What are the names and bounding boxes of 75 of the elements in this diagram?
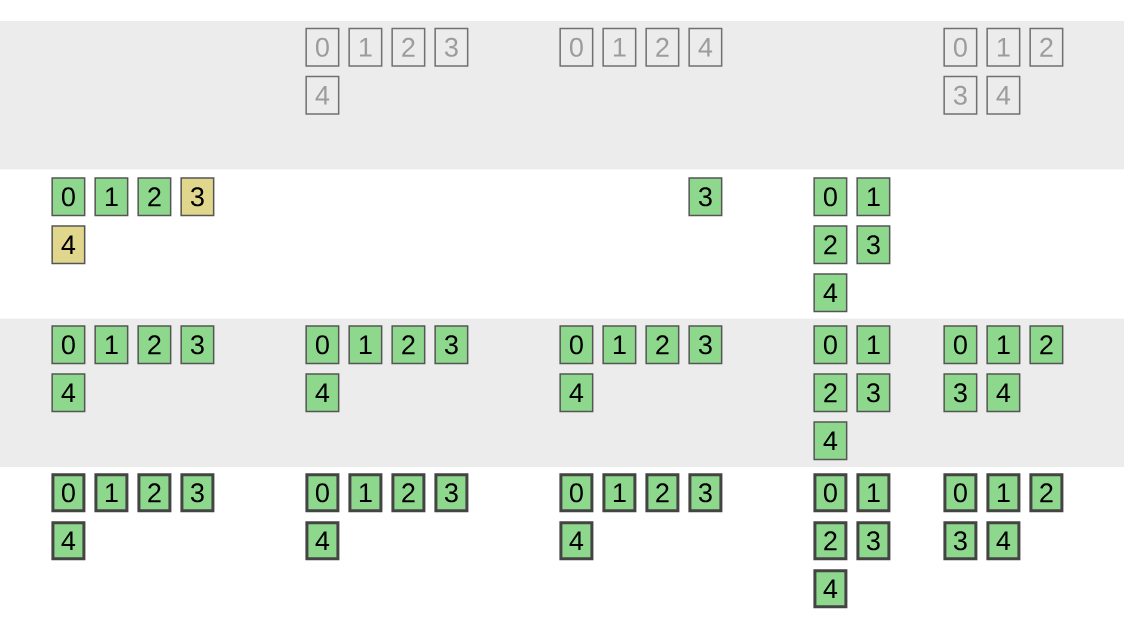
number-tile: 1 [856, 473, 891, 513]
number-tile: 4 [305, 521, 340, 561]
number-tile: 3 [688, 473, 723, 513]
number-tile: 2 [137, 473, 172, 513]
number-tile: 1 [602, 27, 637, 67]
number-tile: 2 [137, 325, 172, 365]
number-tile: 1 [348, 473, 383, 513]
number-tile: 3 [180, 473, 215, 513]
number-tile: 3 [856, 521, 891, 561]
number-tile: 4 [688, 27, 723, 67]
number-tile: 3 [180, 177, 215, 217]
number-tile: 2 [813, 373, 848, 413]
number-tile: 4 [51, 373, 86, 413]
number-tile: 4 [813, 569, 848, 609]
number-tile: 3 [856, 373, 891, 413]
number-tile: 2 [645, 325, 680, 365]
number-tile: 3 [434, 473, 469, 513]
number-tile: 0 [305, 325, 340, 365]
number-tile: 4 [813, 273, 848, 313]
number-tile: 1 [986, 27, 1021, 67]
number-tile: 4 [986, 521, 1021, 561]
number-tile: 2 [137, 177, 172, 217]
number-tile: 1 [986, 473, 1021, 513]
number-tile: 3 [688, 177, 723, 217]
number-tile: 0 [813, 325, 848, 365]
number-tile: 1 [986, 325, 1021, 365]
number-tile: 4 [986, 75, 1021, 115]
number-tile: 0 [559, 473, 594, 513]
number-tile: 0 [51, 177, 86, 217]
number-tile: 1 [94, 473, 129, 513]
number-tile: 4 [986, 373, 1021, 413]
number-tile: 4 [305, 75, 340, 115]
number-tile: 1 [856, 325, 891, 365]
number-tile: 3 [943, 75, 978, 115]
number-tile: 2 [1029, 325, 1064, 365]
number-tile: 3 [943, 373, 978, 413]
number-tile: 2 [1029, 473, 1064, 513]
number-tile: 1 [856, 177, 891, 217]
number-tile: 0 [943, 473, 978, 513]
number-tile: 4 [305, 373, 340, 413]
number-tile: 1 [348, 27, 383, 67]
number-tile: 1 [348, 325, 383, 365]
number-tile: 2 [813, 225, 848, 265]
number-tile: 1 [94, 177, 129, 217]
number-tile: 0 [943, 325, 978, 365]
number-tile: 3 [434, 325, 469, 365]
number-tile: 3 [856, 225, 891, 265]
number-tile: 0 [943, 27, 978, 67]
number-tile: 2 [645, 473, 680, 513]
number-tile: 3 [434, 27, 469, 67]
number-tile: 0 [559, 27, 594, 67]
number-tile: 2 [391, 325, 426, 365]
number-tile: 1 [602, 325, 637, 365]
number-tile: 3 [180, 325, 215, 365]
number-tile: 0 [813, 473, 848, 513]
number-tile: 1 [94, 325, 129, 365]
number-tile: 2 [1029, 27, 1064, 67]
number-tile: 0 [51, 325, 86, 365]
number-tile: 3 [943, 521, 978, 561]
number-tile: 2 [391, 473, 426, 513]
number-tile: 2 [645, 27, 680, 67]
number-tile: 4 [813, 421, 848, 461]
number-tile: 0 [813, 177, 848, 217]
number-tile: 3 [688, 325, 723, 365]
number-tile: 0 [305, 27, 340, 67]
number-tile: 2 [391, 27, 426, 67]
number-tile: 0 [559, 325, 594, 365]
number-tile: 1 [602, 473, 637, 513]
number-tile: 4 [51, 225, 86, 265]
number-tile: 4 [559, 373, 594, 413]
number-tile: 4 [51, 521, 86, 561]
number-tile: 0 [51, 473, 86, 513]
number-tile: 4 [559, 521, 594, 561]
number-tile: 2 [813, 521, 848, 561]
number-tile: 0 [305, 473, 340, 513]
